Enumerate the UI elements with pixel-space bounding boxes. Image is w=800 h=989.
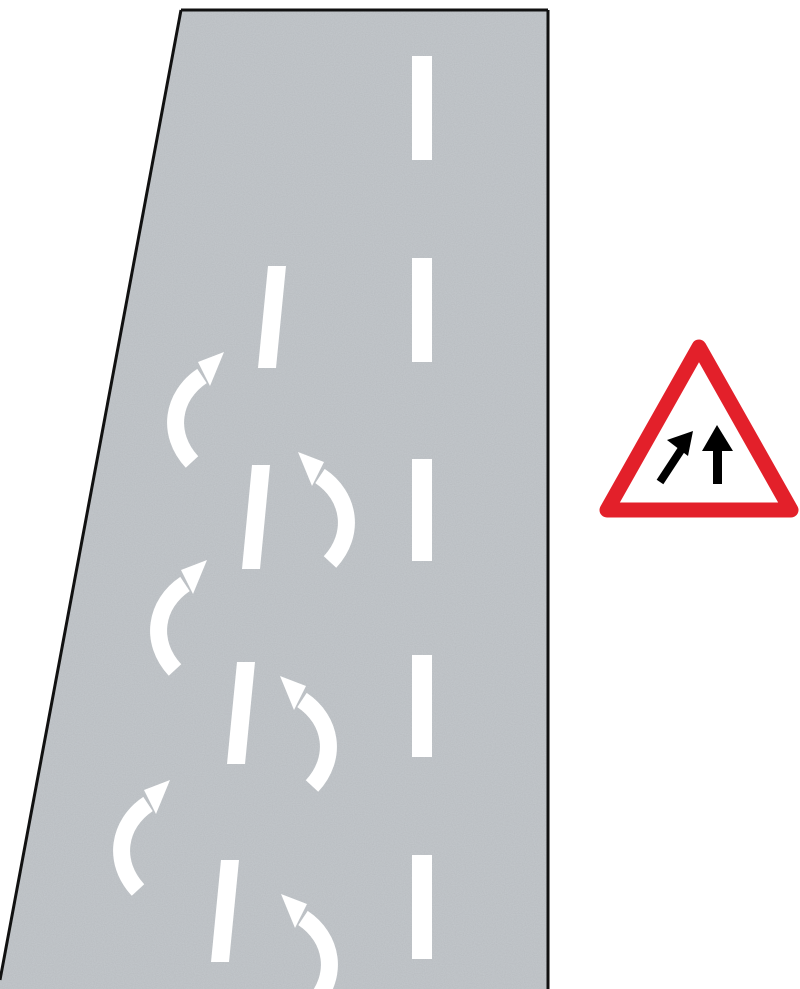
- lane-dash: [412, 655, 432, 757]
- road: [0, 10, 548, 989]
- lane-dash: [412, 258, 432, 362]
- lane-dash: [412, 855, 432, 959]
- merging-traffic-from-left-sign-icon: [607, 347, 791, 510]
- sign-triangle: [607, 347, 791, 510]
- lane-dash: [412, 459, 432, 561]
- lane-dash: [412, 56, 432, 160]
- road-surface: [0, 10, 548, 989]
